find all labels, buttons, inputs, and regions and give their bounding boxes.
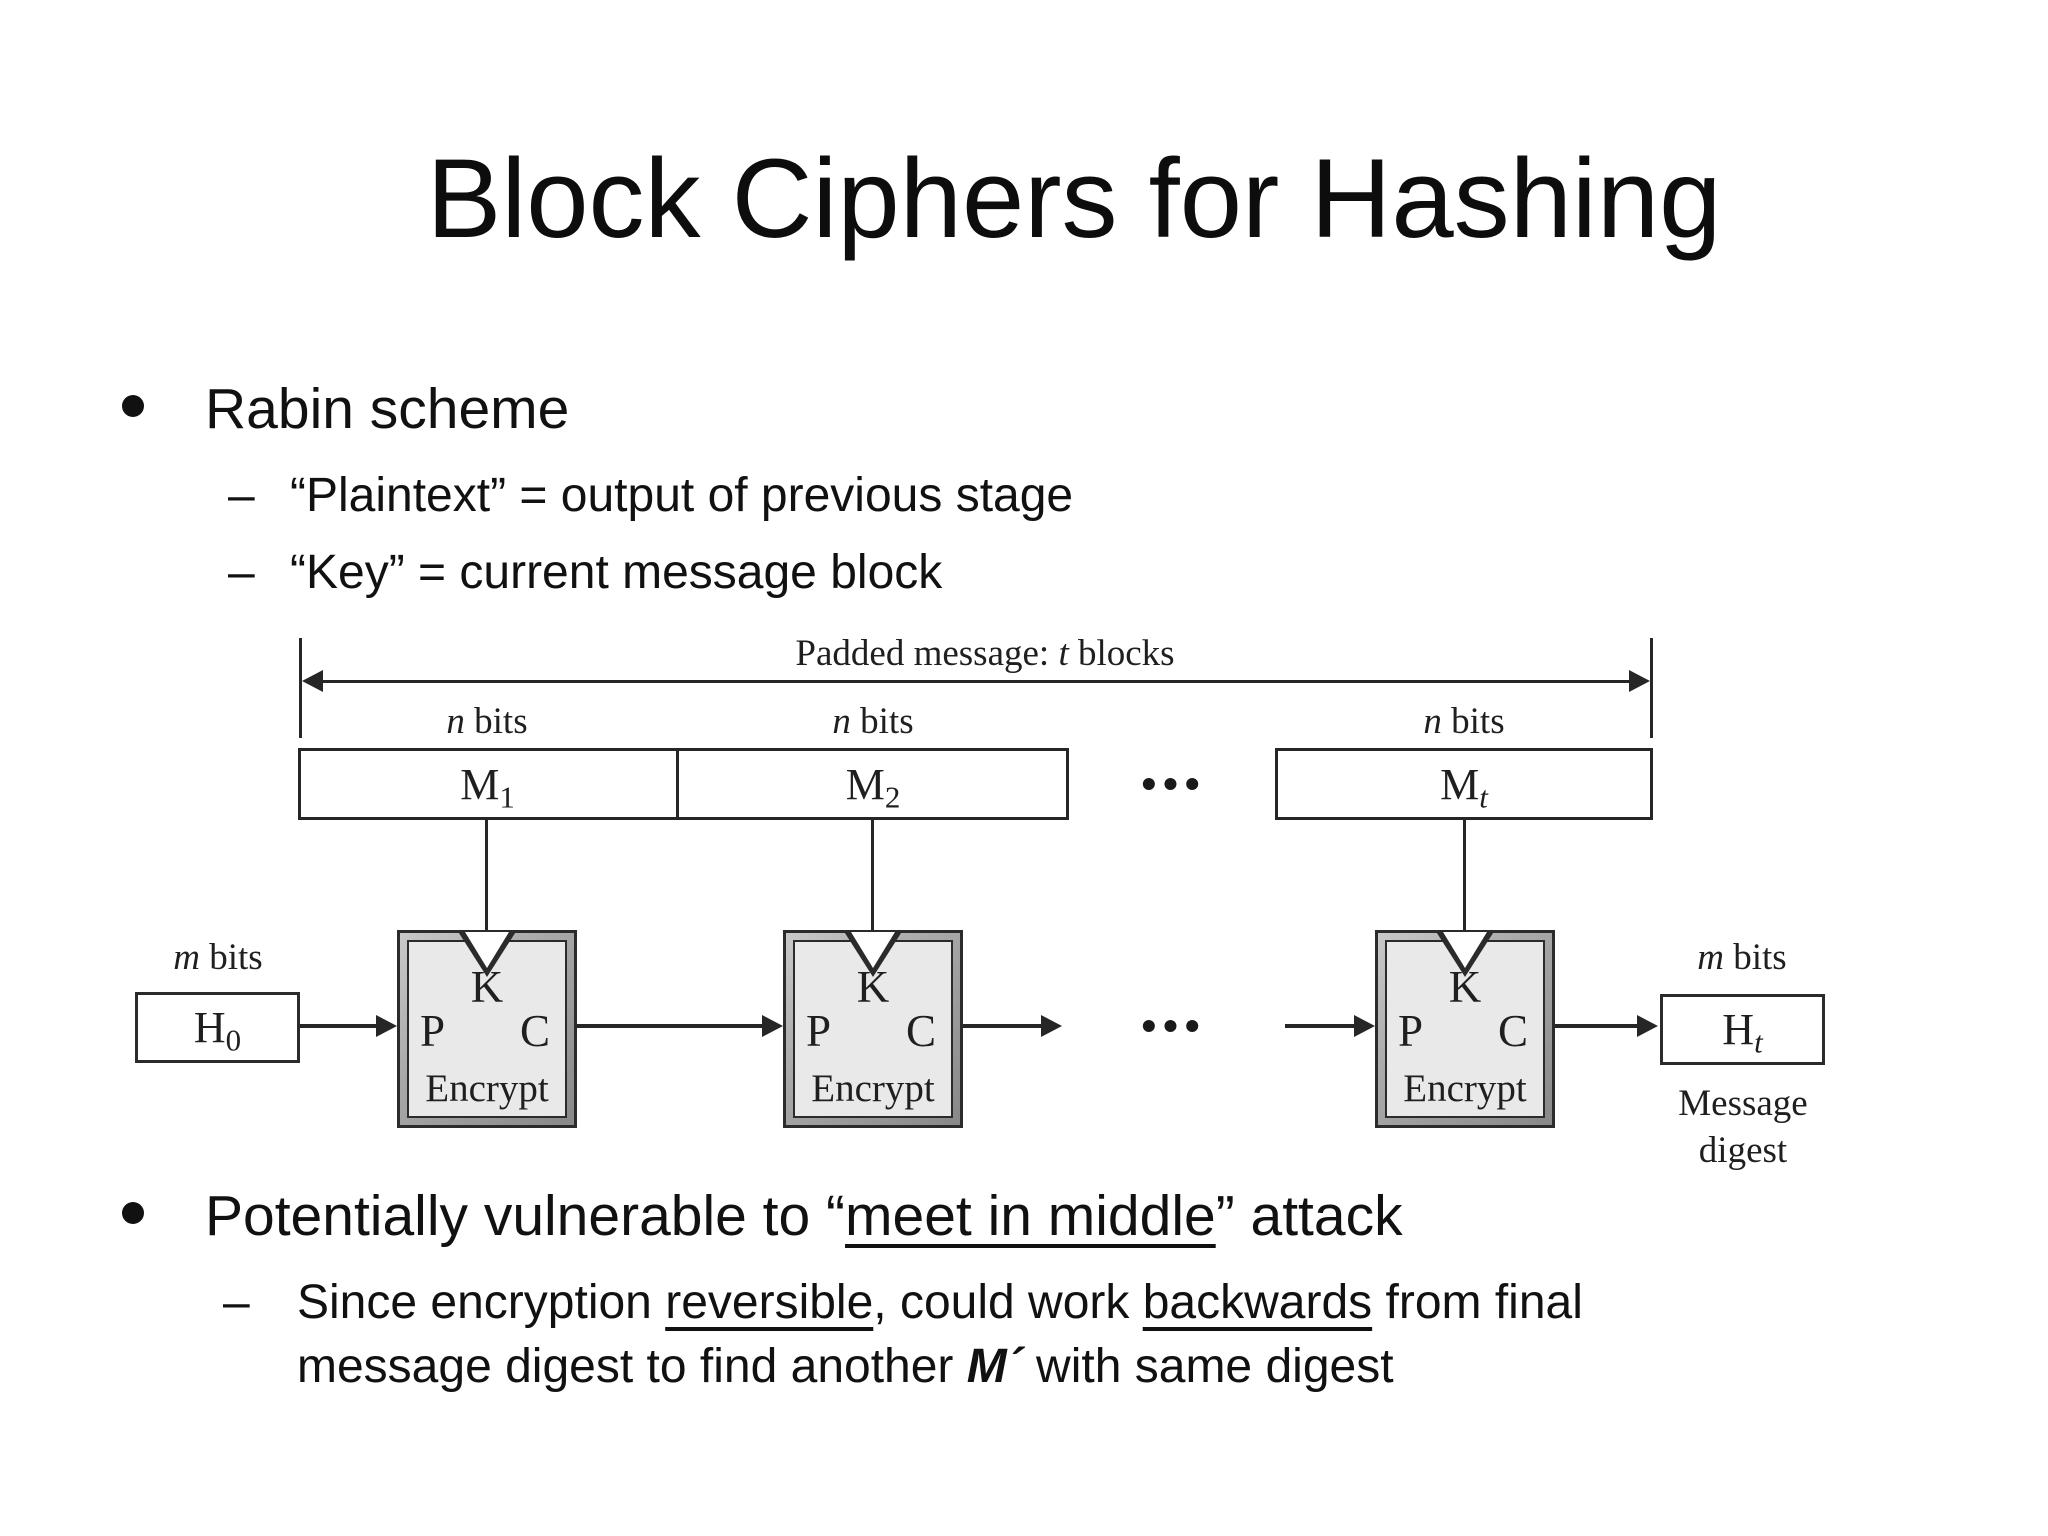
ellipsis-top: ••• [1141, 760, 1207, 807]
sub-bullet-key: “Key” = current message block [290, 546, 943, 599]
padded-message-label: Padded message: t blocks [795, 633, 1175, 674]
arrowhead-box1-to-box2 [762, 1015, 783, 1037]
m1-cell: M1 [298, 748, 677, 820]
h0-label: H0 [193, 1003, 242, 1058]
connector-m2 [871, 820, 874, 930]
arrowhead-box3-to-ht [1637, 1015, 1658, 1037]
connector-mt [1463, 820, 1466, 930]
arrow-into-box3 [1285, 1024, 1355, 1028]
arrowhead-into-box3 [1354, 1015, 1375, 1037]
m1-m2-divider [676, 748, 679, 820]
encrypt-box-3: K P C Encrypt [1375, 930, 1555, 1128]
n-bits-label-1: n bits [446, 701, 528, 742]
bullet-rabin-scheme: Rabin scheme [205, 377, 570, 441]
sub-bullet-dash: – [228, 546, 255, 599]
encrypt-label: Encrypt [811, 1067, 935, 1110]
sub-bullet-reversible-line2: message digest to find another M´ with s… [297, 1340, 1394, 1393]
ht-label: Ht [1722, 1005, 1763, 1060]
dimension-arrow-line [312, 680, 1642, 683]
encrypt-box-face [793, 940, 953, 1118]
sub-bullet-plaintext: “Plaintext” = output of previous stage [290, 469, 1074, 522]
encrypt-label: Encrypt [425, 1067, 549, 1110]
connector-m1 [485, 820, 488, 930]
n-bits-label-3: n bits [1423, 701, 1505, 742]
m-bits-label-right: m bits [1697, 937, 1787, 978]
dimension-arrowhead-right [1629, 670, 1650, 692]
boundary-tick-right [1650, 638, 1653, 738]
n-bits-label-2: n bits [832, 701, 914, 742]
ciphertext-port-label: C [1497, 1006, 1528, 1056]
arrowhead-box2-out [1041, 1015, 1062, 1037]
arrow-h0-to-box1 [300, 1024, 380, 1028]
dimension-arrowhead-left [302, 670, 323, 692]
arrowhead-h0-to-box1 [376, 1015, 397, 1037]
m2-label: M2 [845, 759, 901, 815]
arrow-box2-out [963, 1024, 1043, 1028]
ciphertext-port-label: C [519, 1006, 550, 1056]
plaintext-port-label: P [1398, 1006, 1424, 1056]
key-port-label: K [856, 962, 890, 1012]
encrypt-box-1: K P C Encrypt [397, 930, 577, 1128]
sub-bullet-reversible-line1: Since encryption reversible, could work … [297, 1276, 1583, 1329]
page-title: Block Ciphers for Hashing [426, 136, 1722, 261]
key-port-label: K [470, 962, 504, 1012]
boundary-tick-left [299, 638, 302, 738]
sub-bullet-dash: – [228, 469, 255, 522]
ht-box: Ht [1660, 994, 1825, 1065]
bullet-dot [122, 1202, 144, 1224]
key-input-notch-fill [851, 932, 895, 968]
m2-cell: M2 [677, 748, 1069, 820]
mt-label: Mt [1440, 759, 1488, 815]
message-blocks-m1-m2 [298, 748, 1069, 820]
m-bits-label-left: m bits [173, 937, 263, 978]
mt-block: Mt [1275, 748, 1653, 820]
ellipsis-middle: ••• [1141, 1002, 1207, 1049]
bullet-dot [122, 395, 144, 417]
encrypt-box-2: K P C Encrypt [783, 930, 963, 1128]
h0-box: H0 [135, 992, 300, 1063]
key-input-notch-fill [465, 932, 509, 968]
key-input-notch-fill [1443, 932, 1487, 968]
key-port-label: K [1448, 962, 1482, 1012]
arrow-box3-to-ht [1555, 1024, 1639, 1028]
plaintext-port-label: P [806, 1006, 832, 1056]
sub-bullet-dash: – [223, 1276, 250, 1329]
plaintext-port-label: P [420, 1006, 446, 1056]
ciphertext-port-label: C [905, 1006, 936, 1056]
m1-label: M1 [460, 759, 515, 815]
bullet-meet-in-middle: Potentially vulnerable to “meet in middl… [205, 1184, 1403, 1248]
encrypt-label: Encrypt [1403, 1067, 1527, 1110]
arrow-box1-to-box2 [577, 1024, 764, 1028]
